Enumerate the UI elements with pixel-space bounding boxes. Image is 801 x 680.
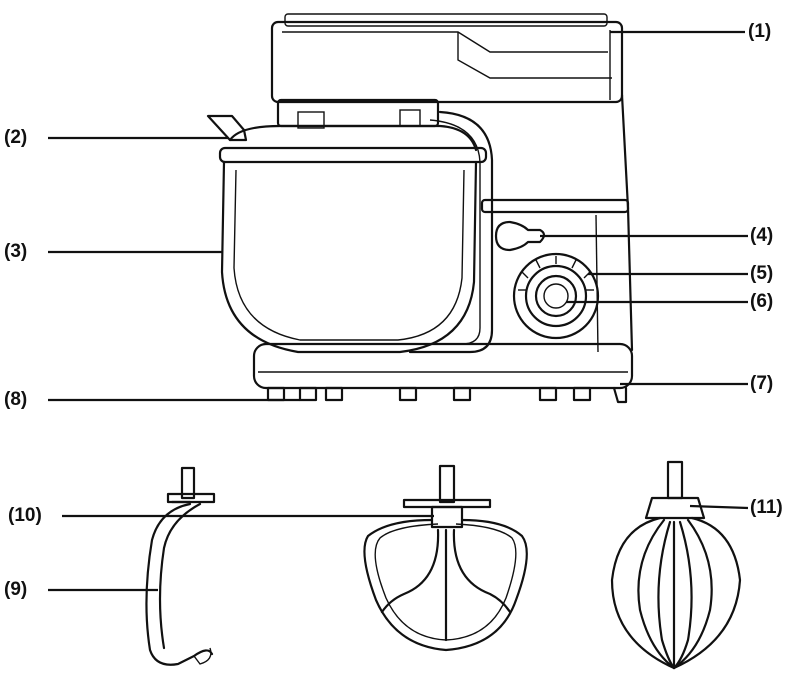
- callout-2: (2): [4, 127, 28, 148]
- callout-6: (6): [750, 291, 774, 312]
- tilt-lever: [494, 220, 546, 252]
- callout-3: (3): [4, 241, 28, 262]
- callout-8: (8): [4, 389, 28, 410]
- callout-1: (1): [748, 21, 772, 42]
- speed-knob: [534, 274, 578, 318]
- mixer-base: [252, 342, 634, 390]
- flat-beater: [363, 464, 528, 652]
- callout-4: (4): [750, 225, 774, 246]
- callout-7: (7): [750, 373, 774, 394]
- mixer-column: [408, 93, 634, 354]
- splash-guard: [206, 114, 488, 164]
- mixer-head: [270, 13, 624, 104]
- attachment-hub: [276, 98, 440, 129]
- mixing-bowl: [220, 160, 478, 354]
- callout-10: (10): [8, 505, 42, 526]
- speed-dial: [512, 252, 600, 340]
- leader-lines: [48, 30, 749, 592]
- callout-9: (9): [4, 579, 28, 600]
- callout-5: (5): [750, 263, 774, 284]
- callout-11: (11): [750, 497, 783, 518]
- balloon-whisk: [610, 460, 742, 670]
- suction-feet: [266, 386, 628, 404]
- dough-hook: [145, 466, 216, 666]
